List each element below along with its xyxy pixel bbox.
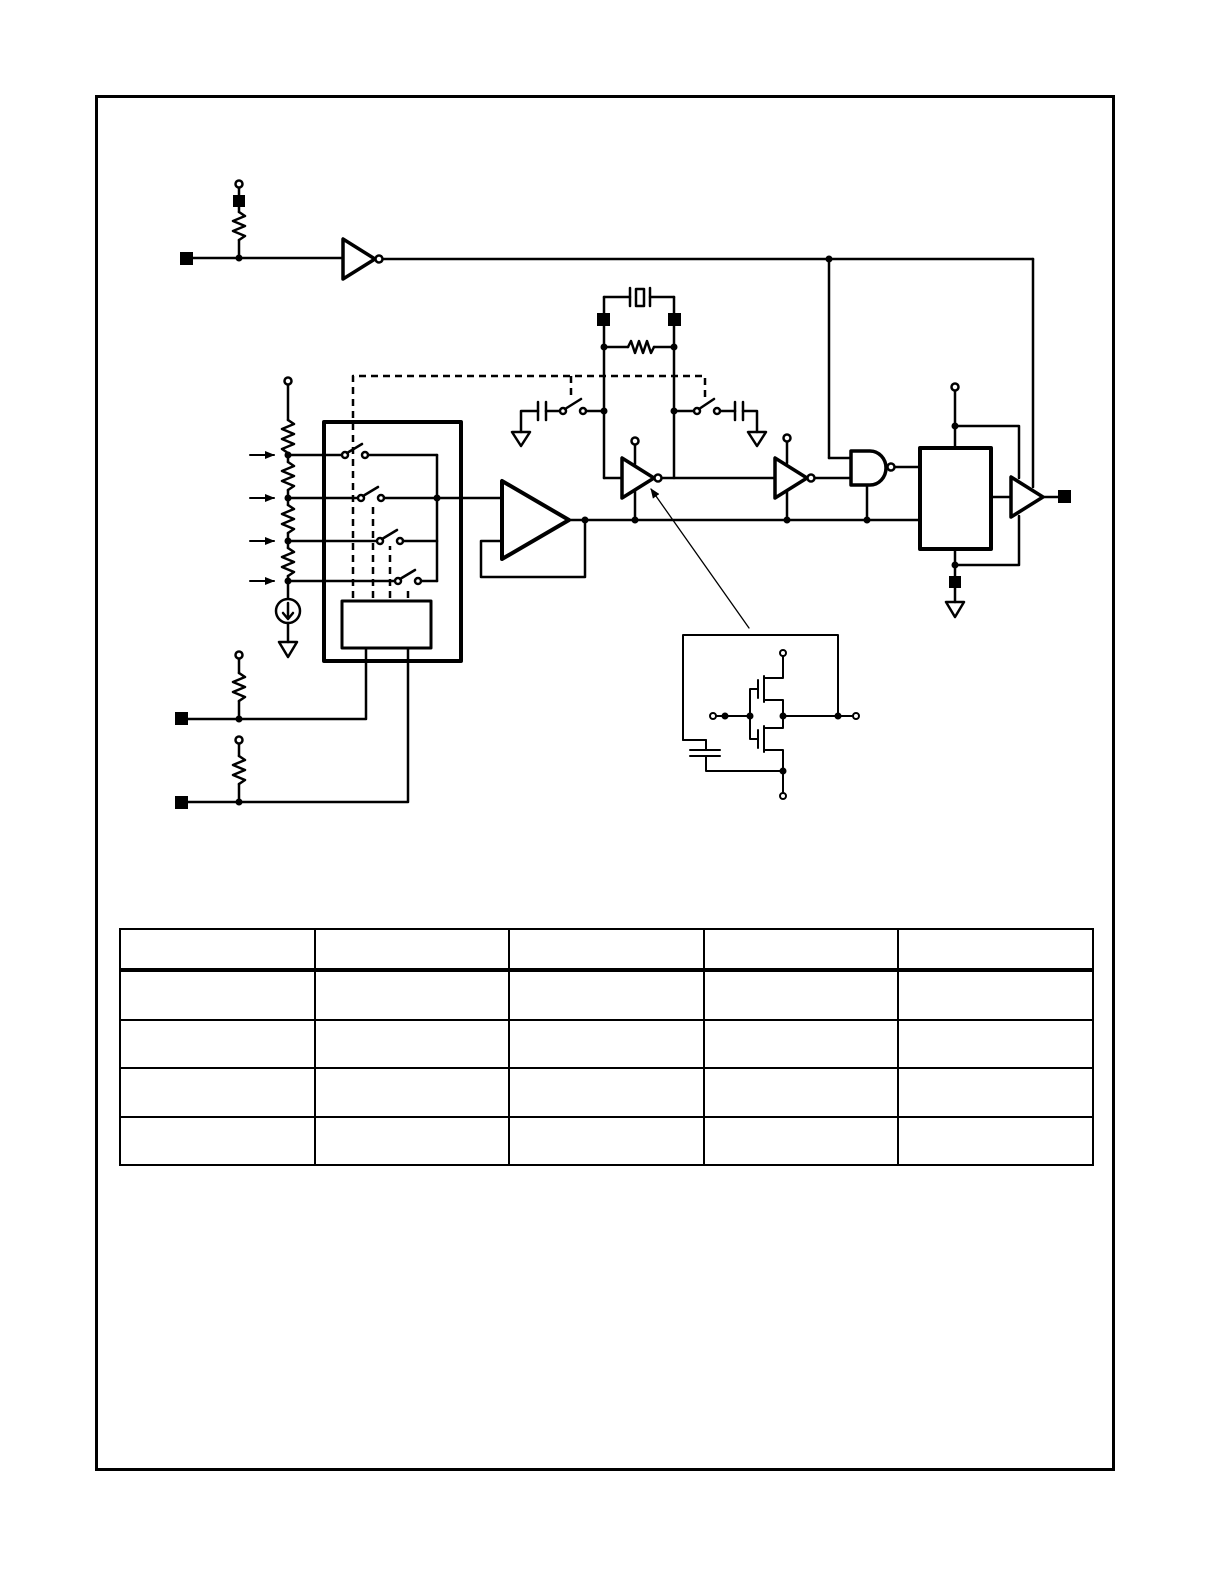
table-row — [119, 1018, 1094, 1070]
top-input-pin — [180, 252, 193, 265]
output-driver — [1009, 475, 1071, 519]
crystal — [597, 286, 681, 326]
table-cell — [313, 1018, 511, 1070]
table-cell — [897, 1067, 1094, 1118]
decoder-block — [237, 599, 433, 804]
table-header-cell — [702, 928, 900, 972]
table-header-cell — [508, 928, 705, 972]
table-row — [119, 1067, 1094, 1118]
table-header-cell — [119, 928, 316, 972]
table-cell — [313, 1067, 511, 1118]
cmos-inverter-detail — [682, 634, 860, 800]
table-cell — [897, 1115, 1094, 1167]
table-cell — [897, 1018, 1094, 1070]
and-gate — [849, 449, 922, 522]
tap-arrows — [249, 451, 275, 585]
oscillator-inverter — [602, 436, 777, 522]
resistor-ladder — [280, 376, 296, 600]
feedback-resistor — [600, 324, 678, 480]
table-header-cell — [897, 928, 1094, 972]
top-pullup-resistor — [231, 179, 247, 262]
left-load-capacitor — [510, 397, 608, 448]
voltage-follower-amplifier — [479, 479, 922, 579]
table-cell — [119, 1115, 316, 1167]
table-cell — [313, 969, 511, 1021]
table-cell — [508, 969, 705, 1021]
table-cell — [702, 969, 900, 1021]
table-cell — [119, 969, 316, 1021]
output-register-block — [918, 382, 1021, 619]
table-cell — [119, 1067, 316, 1118]
dashed-control-lines — [351, 374, 707, 598]
right-load-capacitor — [670, 397, 768, 448]
page-frame — [95, 95, 1115, 1471]
table-cell — [508, 1018, 705, 1070]
second-inverter — [773, 433, 853, 522]
select-input-pin-b — [175, 735, 247, 809]
table-cell — [313, 1115, 511, 1167]
select-input-pin-a — [175, 650, 247, 725]
state-table — [119, 928, 1094, 1167]
input-buffer-inverter — [341, 237, 384, 281]
detail-pointer-arrow — [650, 488, 750, 629]
table-cell — [702, 1018, 900, 1070]
current-source — [274, 597, 302, 659]
switch-select-block — [286, 420, 502, 663]
table-cell — [119, 1018, 316, 1070]
table-cell — [702, 1067, 900, 1118]
table-header-cell — [313, 928, 511, 972]
table-cell — [508, 1115, 705, 1167]
table-cell — [508, 1067, 705, 1118]
table-cell — [702, 1115, 900, 1167]
table-header-row — [119, 928, 1094, 972]
table-row — [119, 969, 1094, 1021]
table-row — [119, 1115, 1094, 1167]
table-cell — [897, 969, 1094, 1021]
